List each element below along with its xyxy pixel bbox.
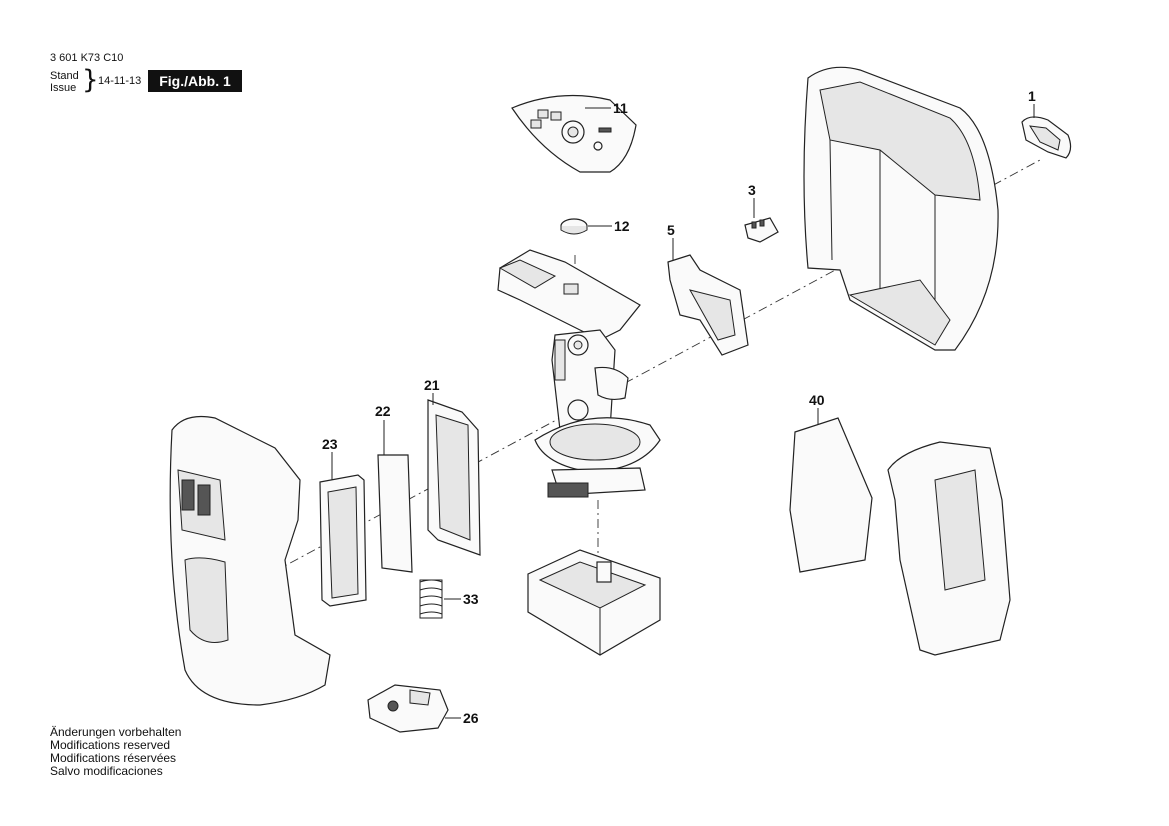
- note-en: Modifications reserved: [50, 738, 171, 752]
- battery-cover: [887, 441, 1011, 656]
- stand-label: Stand: [50, 70, 79, 82]
- issue-date: 14-11-13: [98, 75, 142, 87]
- left-housing-shell: [169, 415, 331, 706]
- lower-base-housing: [527, 549, 661, 656]
- part-40-cover-plate: [789, 417, 873, 573]
- part-number-3: 3: [748, 182, 756, 198]
- part-number-22: 22: [375, 403, 391, 419]
- part-26-battery-contact: [367, 684, 449, 733]
- note-es: Salvo modificaciones: [50, 764, 163, 778]
- part-21-gasket: [427, 399, 481, 556]
- part-number-23: 23: [322, 436, 338, 452]
- part-number-12: 12: [614, 218, 630, 234]
- part-23-window-frame: [319, 474, 367, 607]
- issue-label: Issue: [50, 82, 77, 94]
- document-number: 3 601 K73 C10: [50, 52, 124, 64]
- figure-label: Fig./Abb. 1: [148, 70, 242, 92]
- part-number-40: 40: [809, 392, 825, 408]
- part-11-label-plate: [511, 94, 637, 173]
- part-12-lens: [560, 218, 588, 235]
- part-33-spring: [419, 579, 443, 619]
- part-number-33: 33: [463, 591, 479, 607]
- part-number-21: 21: [424, 377, 440, 393]
- part-number-11: 11: [613, 100, 628, 116]
- part-number-5: 5: [667, 222, 675, 238]
- part-3-switch: [744, 217, 779, 243]
- note-fr: Modifications réservées: [50, 751, 177, 765]
- central-chassis: [497, 249, 661, 498]
- brace-glyph: }: [82, 65, 99, 95]
- note-de: Änderungen vorbehalten: [50, 725, 182, 739]
- part-number-1: 1: [1028, 88, 1036, 104]
- upper-housing-shell: [803, 66, 999, 351]
- part-1-end-cap: [1021, 116, 1072, 159]
- part-number-26: 26: [463, 710, 479, 726]
- modification-notes: Änderungen vorbehalten Modifications res…: [50, 726, 181, 778]
- part-5-bracket: [667, 254, 749, 356]
- part-22-glass-pane: [377, 454, 413, 573]
